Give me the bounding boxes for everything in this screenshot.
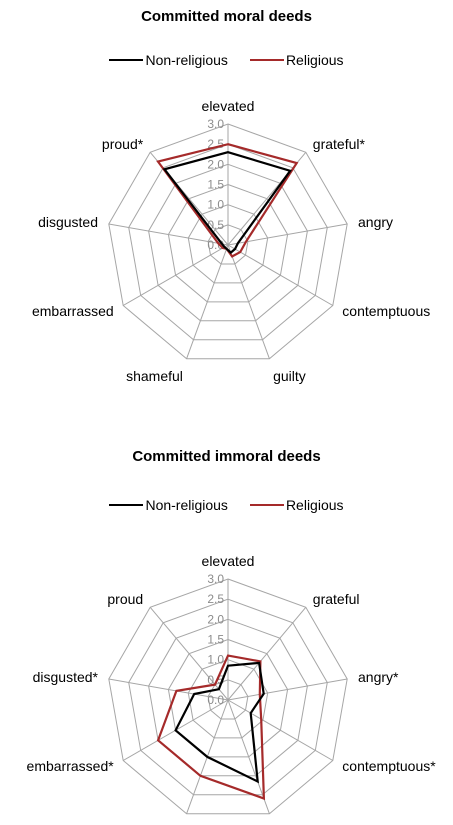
series-line-religious xyxy=(156,654,266,801)
grid-spoke xyxy=(227,606,307,701)
category-label: embarrassed* xyxy=(27,758,115,774)
legend-swatch-religious xyxy=(249,59,284,61)
tick-label: 2.5 xyxy=(207,592,224,606)
category-label: grateful* xyxy=(313,136,366,152)
tick-label: 1.5 xyxy=(207,633,224,647)
chart-title: Committed moral deeds xyxy=(141,8,312,25)
category-label: shameful* xyxy=(121,823,184,825)
grid-ring xyxy=(187,204,269,284)
category-label: proud xyxy=(107,591,143,607)
category-label: contemptuous* xyxy=(342,758,436,774)
grid-ring xyxy=(167,638,289,758)
legend-item-non-religious: Non-religious xyxy=(109,497,228,513)
legend-item-religious: Religious xyxy=(249,52,344,68)
grid-spoke xyxy=(227,223,348,246)
grid-ring xyxy=(108,578,348,815)
tick-label: 3.0 xyxy=(207,117,224,131)
chart-legend: Non-religious Religious xyxy=(0,497,453,513)
grid-ring xyxy=(128,143,328,341)
legend-item-religious: Religious xyxy=(249,497,344,513)
tick-label: 2.0 xyxy=(207,157,224,171)
series-line-non-religious xyxy=(162,151,292,255)
category-label: angry* xyxy=(358,669,399,685)
legend-swatch-non-religious xyxy=(109,59,144,61)
category-label: disgusted* xyxy=(33,669,99,685)
tick-label: 0.0 xyxy=(207,693,224,707)
grid-spoke xyxy=(186,244,229,359)
grid-spoke xyxy=(227,699,270,814)
series-line-religious xyxy=(156,143,299,258)
tick-label: 1.0 xyxy=(207,653,224,667)
legend-label: Non-religious xyxy=(145,497,228,513)
immoral-deeds-chart: Committed immoral deeds Non-religious Re… xyxy=(0,440,453,825)
category-label: grateful xyxy=(313,591,360,607)
tick-label: 1.5 xyxy=(207,178,224,192)
category-label: proud* xyxy=(102,136,144,152)
tick-label: 3.0 xyxy=(207,572,224,586)
category-label: elevated xyxy=(202,98,255,114)
grid-spoke xyxy=(108,678,229,701)
legend-swatch-religious xyxy=(249,504,284,506)
category-label: embarrassed xyxy=(32,303,114,319)
legend-label: Religious xyxy=(285,497,344,513)
tick-label: 1.0 xyxy=(207,198,224,212)
category-label: guilty xyxy=(273,368,306,384)
grid-ring xyxy=(128,598,328,796)
grid-spoke xyxy=(108,223,229,246)
legend-label: Religious xyxy=(285,52,344,68)
category-label: elevated xyxy=(202,553,255,569)
grid-spoke xyxy=(227,699,334,761)
grid-ring xyxy=(148,618,308,777)
category-label: guilty* xyxy=(273,823,312,825)
tick-label: 2.0 xyxy=(207,612,224,626)
chart-legend: Non-religious Religious xyxy=(0,52,453,68)
radar-plot: 0.00.51.01.52.02.53.0elevatedgratefulang… xyxy=(27,553,437,825)
legend-swatch-non-religious xyxy=(109,504,144,506)
category-label: angry xyxy=(358,214,393,230)
category-label: shameful xyxy=(126,368,183,384)
radar-plot: 0.00.51.01.52.02.53.0elevatedgrateful*an… xyxy=(32,98,430,384)
legend-label: Non-religious xyxy=(145,52,228,68)
chart-title: Committed immoral deeds xyxy=(132,448,321,465)
moral-deeds-chart: Committed moral deeds Non-religious Reli… xyxy=(0,0,453,400)
grid-spoke xyxy=(122,244,229,306)
grid-spoke xyxy=(227,244,270,359)
series-line-non-religious xyxy=(174,661,265,784)
grid-ring xyxy=(167,183,289,303)
grid-ring xyxy=(148,163,308,322)
legend-item-non-religious: Non-religious xyxy=(109,52,228,68)
tick-label: 0.5 xyxy=(207,218,224,232)
category-label: disgusted xyxy=(38,214,98,230)
grid-spoke xyxy=(227,678,348,701)
grid-ring xyxy=(108,123,348,360)
grid-spoke xyxy=(227,244,334,306)
category-label: contemptuous xyxy=(342,303,430,319)
